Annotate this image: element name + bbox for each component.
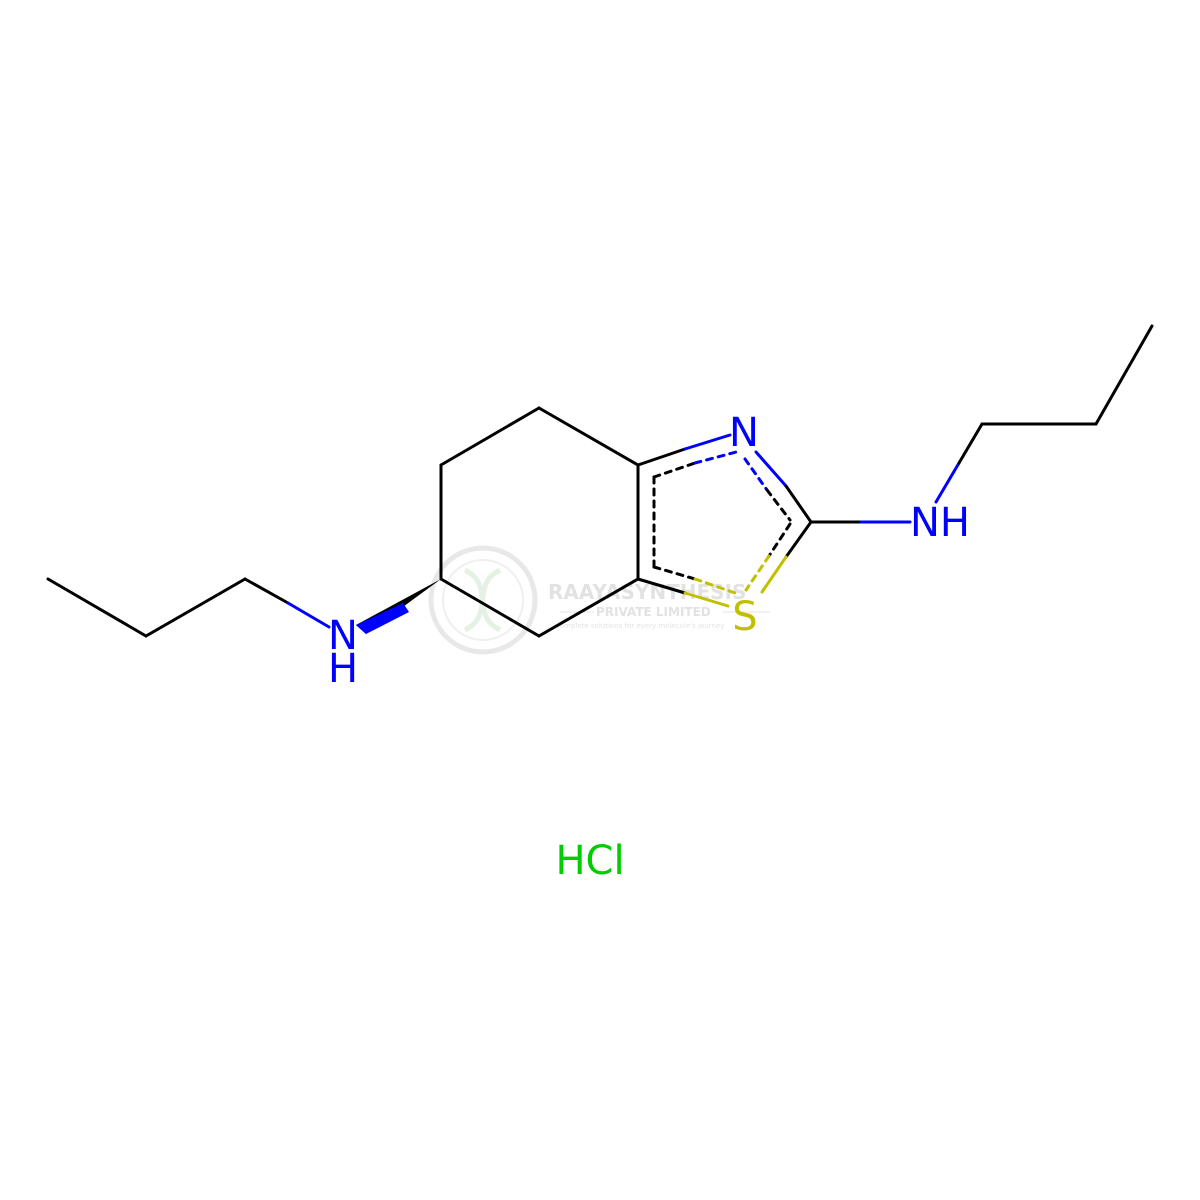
watermark-subtitle: PRIVATE LIMITED — [596, 605, 711, 619]
bond-arom-4b — [693, 577, 740, 596]
watermark-company: RAAYASYNTHESIS — [548, 580, 746, 604]
aromatic-bonds — [652, 449, 792, 596]
bond-c3a-n-a — [636, 447, 687, 467]
bonds — [46, 324, 1154, 638]
atom-n-left: N — [328, 613, 358, 659]
bond-ring-c7-c6 — [439, 577, 541, 638]
bond-nh-propyl-b — [957, 422, 984, 465]
atom-s-thiazole: S — [732, 594, 757, 640]
watermark-tagline: complete solutions for every molecule's … — [556, 622, 724, 630]
bond-arom-1a — [652, 461, 697, 479]
bond-arom-4a — [652, 565, 697, 581]
bond-propyl-left-3b — [286, 601, 331, 629]
bond-propyl-left-1 — [46, 577, 148, 638]
atom-h-left: H — [328, 646, 358, 692]
bond-c2-s-b — [760, 555, 788, 594]
bond-arom-3a — [767, 522, 792, 558]
atom-nh-right: NH — [910, 500, 970, 546]
bond-arom-1b — [693, 449, 742, 465]
bond-propyl-right-3 — [1094, 324, 1154, 426]
atom-n-thiazole: N — [729, 410, 759, 456]
bond-c2-s-a — [784, 520, 813, 559]
watermark-logo-inner — [442, 559, 524, 641]
watermark-logo-ring — [428, 545, 538, 655]
watermark: RAAYASYNTHESIS PRIVATE LIMITED complete … — [428, 545, 770, 655]
bond-propyl-left-2 — [144, 577, 247, 638]
bond-arom-3b — [744, 554, 771, 592]
bond-nh-propyl-a — [934, 461, 961, 504]
wedge-bond-n-part — [356, 603, 409, 634]
bond-arom-2a — [743, 457, 769, 492]
bond-c7a-s-b — [683, 591, 730, 608]
salt-label: HCl — [555, 838, 624, 884]
bond-ring-c5-c4 — [439, 406, 541, 467]
bond-ring-c4-c3a — [537, 406, 640, 467]
bond-ring-c7a-c7 — [537, 577, 640, 638]
bond-n-c2-b — [784, 484, 813, 524]
bond-c7a-s-a — [636, 577, 687, 595]
bond-propyl-left-3a — [243, 577, 290, 605]
bond-n-c2-a — [754, 450, 788, 488]
bond-arom-2b — [765, 488, 792, 522]
watermark-helix-icon — [463, 567, 502, 633]
bond-c3a-n-b — [683, 433, 732, 451]
